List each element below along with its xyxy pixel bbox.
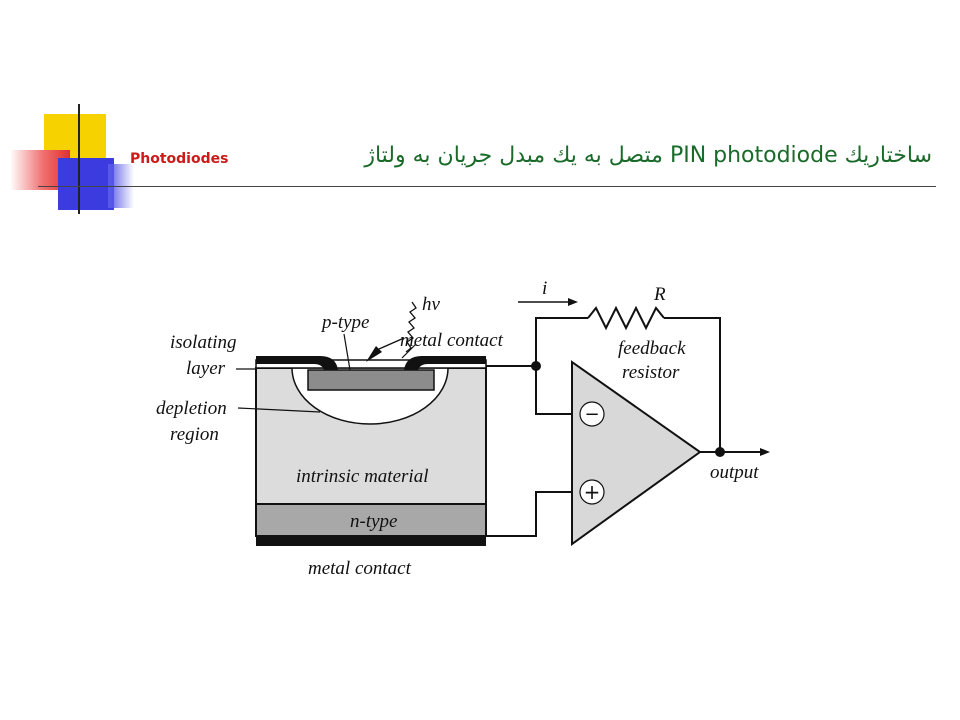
pin-photodiode-diagram: isolating layer depletion region p-type … [156, 278, 770, 579]
current-arrowhead [568, 298, 578, 306]
decor-blue-square [58, 158, 114, 210]
plus-terminal [579, 479, 605, 505]
light-ray [378, 337, 405, 350]
light-wave [405, 301, 417, 353]
label-hv: hν [422, 294, 441, 315]
label-n-type: n-type [350, 511, 397, 532]
label-depletion: depletion [156, 398, 227, 419]
depletion-pointer [237, 407, 321, 413]
label-resistor: R [653, 284, 666, 305]
bottom-metal-contact [256, 536, 486, 546]
label-output: output [710, 462, 759, 483]
feedback-resistor [587, 305, 665, 331]
wire-feedback-left [535, 317, 588, 366]
label-metal-contact-bottom: metal contact [308, 558, 412, 579]
label-region: region [170, 424, 219, 445]
minus-terminal [579, 401, 605, 427]
label-layer: layer [186, 358, 226, 379]
top-metal-contact-left [256, 356, 338, 370]
brand-label: Photodiodes [130, 151, 229, 167]
top-metal-contact-right [404, 356, 486, 370]
label-metal-contact-top: metal contact [400, 330, 504, 351]
slide-title: ساختاريك PIN photodiode متصل به يك مبدل … [364, 143, 932, 168]
wire-noninverting [486, 491, 572, 537]
metal-contact-pointer [401, 343, 417, 359]
op-amp [571, 360, 702, 546]
p-type-layer [307, 369, 435, 391]
header-divider [38, 186, 936, 187]
label-isolating: isolating [170, 332, 237, 353]
wire-inverting [535, 366, 572, 415]
label-minus: − [584, 404, 599, 425]
light-arrowhead [366, 346, 382, 362]
output-arrowhead [760, 448, 770, 456]
label-p-type: p-type [320, 312, 369, 333]
label-feedback-resistor: resistor [622, 362, 680, 383]
junction-output [715, 447, 725, 457]
wire-feedback-right [664, 317, 721, 452]
p-type-pointer [343, 333, 351, 371]
decor-vertical-line [78, 104, 80, 214]
label-current: i [542, 278, 547, 299]
label-feedback: feedback [618, 338, 686, 359]
label-plus: + [584, 480, 601, 504]
label-intrinsic: intrinsic material [296, 466, 428, 487]
